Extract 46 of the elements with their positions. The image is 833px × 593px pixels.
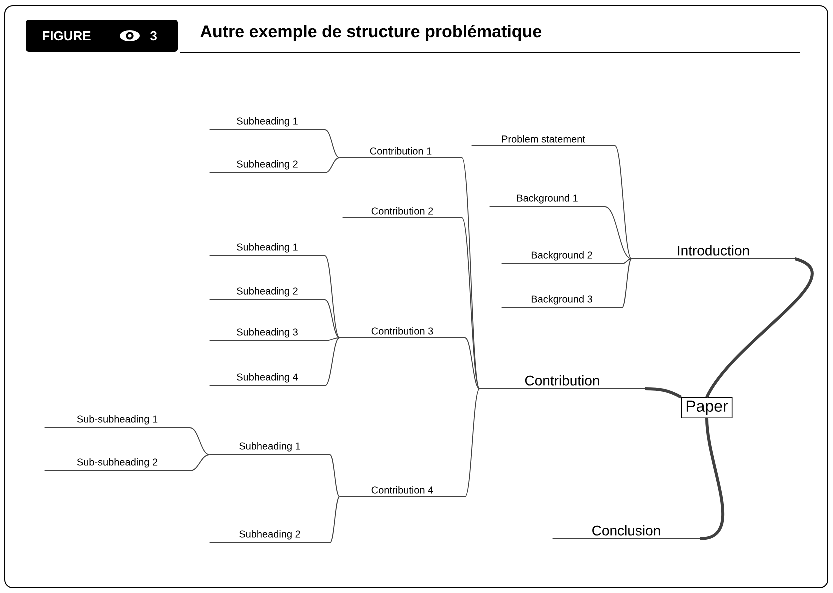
branch-line [324,338,340,386]
branch-label: Subheading 2 [209,287,326,300]
branch-label: Subheading 3 [209,328,326,342]
branch-line [462,158,480,390]
branch-line [645,388,682,399]
branch-label: Background 2 [501,251,623,264]
branch-line [190,454,210,472]
branch-label: Subheading 1 [209,117,326,130]
branch-label: Contribution 1 [339,147,463,158]
branch-label: Contribution 2 [342,207,463,218]
branch-line [324,158,340,174]
branch-label: Subheading 1 [209,442,331,456]
root-box: Paper [681,397,733,419]
branch-line [324,130,340,158]
branch-line [604,206,632,260]
branch-line [462,218,480,390]
title: Autre exemple de structure problématique [200,25,542,41]
branch-line [330,496,340,544]
branch-label: Sub-subheading 2 [44,458,191,472]
branch-label: Contribution 3 [339,327,466,338]
branch-label: Subheading 4 [209,373,326,386]
branch-label: Sub-subheading 1 [44,415,191,428]
branch-line [700,418,724,540]
branch-line [614,146,632,260]
badge-label: 3 [150,31,157,41]
branch-label: Contribution [479,376,646,390]
branch-line [324,300,340,338]
branch-label: Background 1 [489,194,606,208]
branch-label: Problem statement [471,135,616,146]
branch-label: Subheading 2 [209,160,326,174]
branch-line [190,428,210,456]
badge-label: FIGURE [43,31,91,41]
branch-line [622,258,632,308]
branch-label: Subheading 1 [209,243,326,256]
branch-line [464,338,480,390]
branch-label: Conclusion [552,526,701,540]
branch-line [706,258,814,398]
branch-line [324,256,340,338]
branch-line [330,454,340,498]
branch-label: Subheading 2 [209,530,331,544]
branch-label: Background 3 [501,295,623,308]
branch-line [622,258,632,264]
branch-line [464,388,480,498]
branch-label: Introduction [631,246,796,260]
branch-label: Contribution 4 [339,486,466,498]
branch-line [324,338,340,342]
